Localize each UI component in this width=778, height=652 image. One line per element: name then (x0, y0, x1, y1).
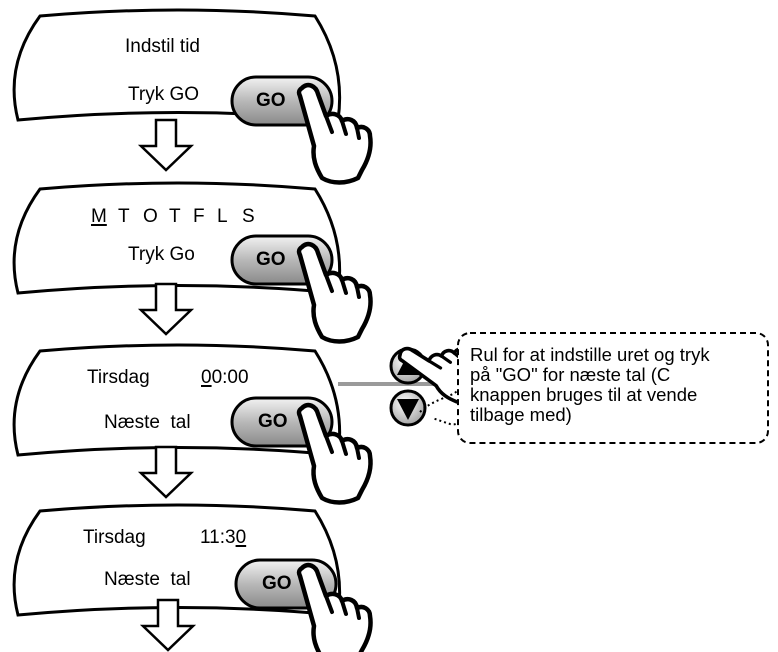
down-arrow-icon (139, 598, 197, 652)
weekday-saturday: L (217, 206, 228, 227)
note-line: tilbage med) (470, 404, 572, 425)
note-line: Rul for at indstille uret og tryk (470, 344, 710, 365)
down-arrow-icon (139, 118, 193, 172)
go-button-4-label[interactable]: GO (262, 573, 292, 594)
weekday-monday: M (91, 206, 107, 227)
weekday-friday: F (193, 206, 205, 227)
step1-instruction: Tryk GO (128, 84, 200, 105)
step3-instruction: Næste tal (104, 412, 191, 433)
go-button-1-label[interactable]: GO (256, 90, 286, 111)
step3-active-digit: 0 (201, 367, 212, 388)
go-button-2-label[interactable]: GO (256, 249, 286, 270)
down-arrow-icon (139, 282, 193, 336)
go-button-3-label[interactable]: GO (258, 411, 288, 432)
step4-time-rest: 11:3 (200, 527, 236, 548)
weekday-wednesday: O (143, 206, 158, 227)
down-triangle-button-icon[interactable] (389, 389, 427, 427)
instruction-note: Rul for at indstille uret og tryk på "GO… (470, 345, 770, 425)
down-arrow-icon (139, 445, 193, 499)
note-line: knappen bruges til at vende (470, 384, 698, 405)
step4-instruction: Næste tal (104, 569, 191, 590)
weekday-thursday: T (169, 206, 181, 227)
step1-title: Indstil tid (125, 36, 200, 57)
step3-time-rest: 0:00 (211, 367, 249, 388)
note-line: på "GO" for næste tal (C (470, 364, 671, 385)
step4-active-digit: 0 (235, 527, 247, 548)
step2-instruction: Tryk Go (128, 244, 195, 265)
step4-time: 11:30 (200, 527, 246, 549)
note-box (457, 332, 769, 444)
step3-time: 00:00 (201, 367, 249, 389)
step4-day: Tirsdag (83, 527, 146, 548)
step3-day: Tirsdag (87, 367, 150, 388)
weekday-tuesday: T (118, 206, 130, 227)
weekday-sunday: S (242, 206, 255, 227)
